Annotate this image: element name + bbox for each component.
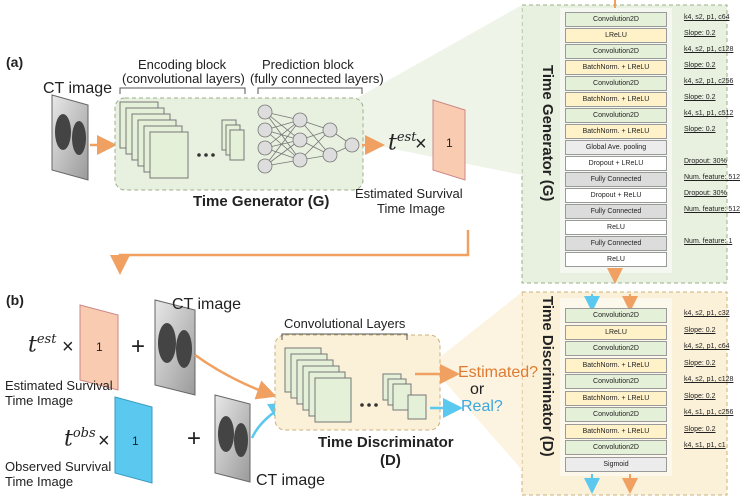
plus-b-top: + bbox=[131, 333, 146, 360]
a-to-b-connector bbox=[110, 230, 470, 275]
discriminator-param-0: k4, s2, p1, c32 bbox=[684, 310, 730, 317]
discriminator-param-4: k4, s2, p1, c128 bbox=[684, 376, 734, 383]
estimated-question: Estimated? bbox=[458, 364, 539, 381]
observed-survival-image bbox=[114, 396, 153, 484]
discriminator-feature-maps bbox=[284, 347, 427, 423]
discriminator-layer-3: BatchNorm. + LReLU bbox=[565, 357, 667, 373]
generator-param-12: Num. feature: 512 bbox=[684, 206, 740, 213]
discriminator-param-3: Slope: 0.2 bbox=[684, 359, 716, 367]
generator-layer-6: Convolution2D bbox=[565, 108, 667, 123]
panel-b-letter: (b) bbox=[6, 292, 24, 308]
discriminator-side-title: Time Discriminator (D) bbox=[539, 296, 556, 457]
generator-side-title: Time Generator (G) bbox=[539, 65, 556, 202]
discriminator-layer-1: LReLU bbox=[565, 324, 667, 340]
discriminator-label-line1: Time Discriminator bbox=[318, 434, 454, 451]
generator-layer-3: BatchNorm. + LReLU bbox=[565, 60, 667, 75]
observed-label-line2: Time Image bbox=[5, 474, 74, 489]
discriminator-label-line2: (D) bbox=[380, 452, 401, 469]
ct-image-b-bottom-label: CT image bbox=[256, 472, 326, 489]
ct-image-a-label: CT image bbox=[43, 80, 113, 97]
ct-image-b-bottom bbox=[214, 394, 251, 483]
times-b-est: × bbox=[62, 336, 74, 358]
discriminator-callout bbox=[430, 292, 522, 470]
discriminator-layer-8: Convolution2D bbox=[565, 440, 667, 455]
generator-label: Time Generator (G) bbox=[193, 193, 330, 210]
discriminator-layer-2: Convolution2D bbox=[565, 341, 667, 356]
discriminator-layer-9: Sigmoid bbox=[565, 456, 667, 472]
encoding-block-subtitle: (convolutional layers) bbox=[122, 71, 245, 86]
discriminator-param-5: Slope: 0.2 bbox=[684, 392, 716, 400]
generator-param-3: Slope: 0.2 bbox=[684, 62, 716, 69]
times-a: × bbox=[415, 133, 427, 155]
generator-layer-13: ReLU bbox=[565, 220, 667, 235]
estimated-survival-image-a bbox=[432, 99, 466, 181]
discriminator-layer-4: Convolution2D bbox=[565, 374, 667, 389]
generator-param-14: Num. feature: 1 bbox=[684, 238, 733, 245]
estimated-label-b-line1: Estimated Survival bbox=[5, 378, 113, 393]
generator-param-6: k4, s1, p1, c512 bbox=[684, 110, 734, 117]
generator-layer-15: ReLU bbox=[565, 252, 667, 267]
generator-param-4: k4, s2, p1, c256 bbox=[684, 78, 734, 85]
generator-param-10: Num. feature: 512 bbox=[684, 174, 740, 181]
generator-layer-4: Convolution2D bbox=[565, 76, 667, 91]
discriminator-layer-0: Convolution2D bbox=[565, 308, 667, 323]
discriminator-param-1: Slope: 0.2 bbox=[684, 326, 716, 334]
estimated-label-a-line2: Time Image bbox=[377, 201, 446, 216]
prediction-block-subtitle: (fully connected layers) bbox=[250, 71, 384, 86]
generator-layer-1: LReLU bbox=[565, 28, 667, 43]
real-question: Real? bbox=[461, 398, 503, 415]
fully-connected-network bbox=[257, 104, 360, 174]
ct-image-b-top bbox=[154, 299, 196, 396]
discriminator-param-2: k4, s2, p1, c64 bbox=[684, 343, 730, 350]
ct-image-a bbox=[51, 94, 89, 181]
discriminator-param-6: k4, s1, p1, c256 bbox=[684, 409, 734, 416]
survival-value-a: 1 bbox=[446, 136, 453, 150]
conv-layers-label: Convolutional Layers bbox=[284, 316, 406, 331]
generator-param-9: Dropout: 30% bbox=[684, 158, 727, 165]
generator-param-0: k4, s2, p1, c64 bbox=[684, 14, 730, 21]
generator-layer-12: Fully Connected bbox=[565, 204, 667, 219]
generator-param-11: Dropout: 30% bbox=[684, 190, 727, 197]
generator-layer-2: Convolution2D bbox=[565, 44, 667, 59]
observed-label-line1: Observed Survival bbox=[5, 459, 112, 474]
generator-layer-8: Global Ave. pooling bbox=[565, 140, 667, 155]
estimated-label-a-line1: Estimated Survival bbox=[355, 186, 463, 201]
t-obs: tobs bbox=[64, 426, 96, 452]
prediction-block-title: Prediction block bbox=[262, 57, 354, 72]
generator-param-7: Slope: 0.2 bbox=[684, 126, 716, 133]
or-label: or bbox=[470, 381, 485, 398]
ct-image-b-top-label: CT image bbox=[172, 296, 242, 313]
generator-layer-0: Convolution2D bbox=[565, 12, 667, 27]
plus-b-bottom: + bbox=[187, 425, 202, 452]
discriminator-layer-6: Convolution2D bbox=[565, 407, 667, 422]
generator-layer-7: BatchNorm. + LReLU bbox=[565, 124, 667, 139]
generator-layer-11: Dropout + ReLU bbox=[565, 188, 667, 203]
discriminator-layer-7: BatchNorm. + LReLU bbox=[565, 423, 667, 439]
generator-layer-9: Dropout + LReLU bbox=[565, 156, 667, 171]
times-b-obs: × bbox=[98, 430, 110, 452]
generator-param-5: Slope: 0.2 bbox=[684, 94, 716, 101]
estimated-survival-image-b bbox=[79, 304, 119, 391]
generator-layer-5: BatchNorm. + LReLU bbox=[565, 92, 667, 107]
discriminator-layer-5: BatchNorm. + LReLU bbox=[565, 390, 667, 406]
survival-value-b-obs: 1 bbox=[132, 434, 139, 448]
t-est-b: test bbox=[28, 332, 57, 358]
estimated-label-b-line2: Time Image bbox=[5, 393, 74, 408]
discriminator-param-7: Slope: 0.2 bbox=[684, 425, 716, 433]
generator-param-2: k4, s2, p1, c128 bbox=[684, 46, 734, 53]
survival-value-b-est: 1 bbox=[96, 340, 103, 354]
t-est-a: test bbox=[388, 130, 417, 156]
encoder-feature-maps bbox=[119, 101, 245, 179]
encoding-block-title: Encoding block bbox=[138, 57, 227, 72]
panel-a-letter: (a) bbox=[6, 54, 24, 70]
generator-param-1: Slope: 0.2 bbox=[684, 30, 716, 37]
discriminator-param-8: k4, s1, p1, c1 bbox=[684, 442, 726, 449]
generator-layer-10: Fully Connected bbox=[565, 172, 667, 187]
generator-layer-14: Fully Connected bbox=[565, 236, 667, 251]
